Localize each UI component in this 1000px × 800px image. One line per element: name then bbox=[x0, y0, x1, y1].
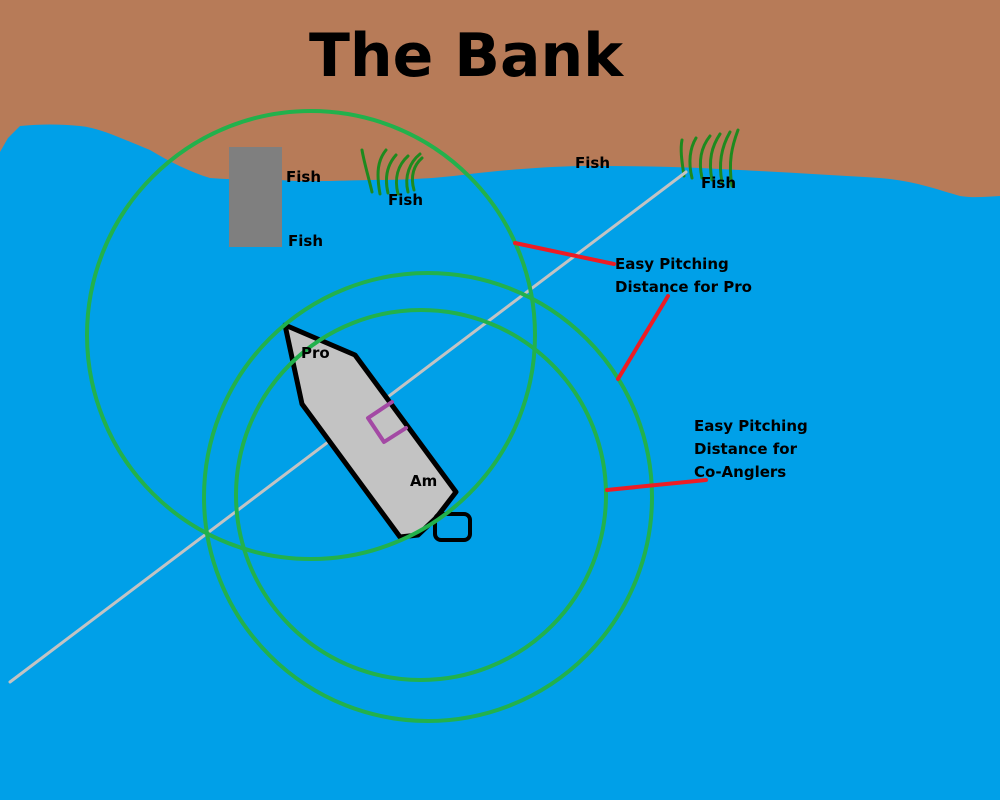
co-note-line-2: Distance for bbox=[694, 440, 798, 458]
pro-note-line-1: Easy Pitching bbox=[615, 255, 729, 273]
pro-distance-note: Easy Pitching Distance for Pro bbox=[615, 253, 752, 299]
co-angler-pointer bbox=[605, 478, 708, 492]
pro-pitch-circle bbox=[85, 109, 537, 561]
fish-label-grass-left: Fish bbox=[388, 191, 423, 209]
motor bbox=[433, 512, 472, 542]
pro-pointer-b bbox=[616, 294, 670, 381]
seat bbox=[366, 400, 408, 444]
grass-clump-right bbox=[679, 128, 740, 188]
pro-pointer-a bbox=[513, 241, 616, 266]
grass-clump-left bbox=[360, 148, 424, 196]
fish-label-grass-right: Fish bbox=[701, 174, 736, 192]
fish-label-stump-top: Fish bbox=[286, 168, 321, 186]
co-angler-outer-circle bbox=[202, 271, 654, 723]
stump bbox=[229, 147, 282, 247]
co-note-line-1: Easy Pitching bbox=[694, 417, 808, 435]
co-angler-distance-note: Easy Pitching Distance for Co-Anglers bbox=[694, 415, 808, 484]
fish-label-bank: Fish bbox=[575, 154, 610, 172]
co-angler-inner-circle bbox=[234, 308, 608, 682]
am-label: Am bbox=[410, 472, 438, 490]
title: The Bank bbox=[309, 21, 624, 91]
pro-label: Pro bbox=[301, 344, 330, 362]
pro-note-line-2: Distance for Pro bbox=[615, 278, 752, 296]
co-note-line-3: Co-Anglers bbox=[694, 463, 787, 481]
fish-label-stump-bottom: Fish bbox=[288, 232, 323, 250]
